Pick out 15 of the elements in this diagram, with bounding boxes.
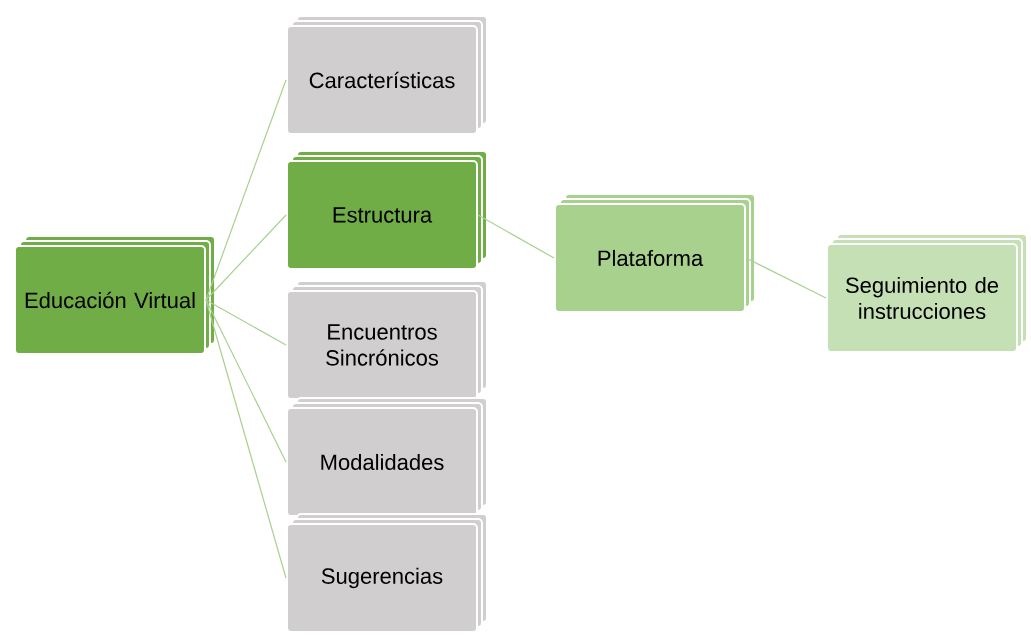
connector-line xyxy=(205,299,287,346)
slab-box: Estructura xyxy=(286,150,488,270)
connector-line xyxy=(205,299,287,579)
connector-line xyxy=(477,214,555,259)
slab-box: Modalidades xyxy=(286,397,488,517)
connector-line xyxy=(205,79,287,301)
slab-box: Encuentros Sincrónicos xyxy=(286,280,488,400)
slab-box: Sugerencias xyxy=(286,513,488,633)
connector-line xyxy=(745,257,827,299)
slab-box: Características xyxy=(286,15,488,135)
connector-line xyxy=(205,299,287,463)
slab-box: Educación Virtual xyxy=(14,235,216,355)
slab-box: Seguimiento de instrucciones xyxy=(826,233,1028,353)
slab-box: Plataforma xyxy=(554,193,756,313)
connector-line xyxy=(205,214,287,301)
